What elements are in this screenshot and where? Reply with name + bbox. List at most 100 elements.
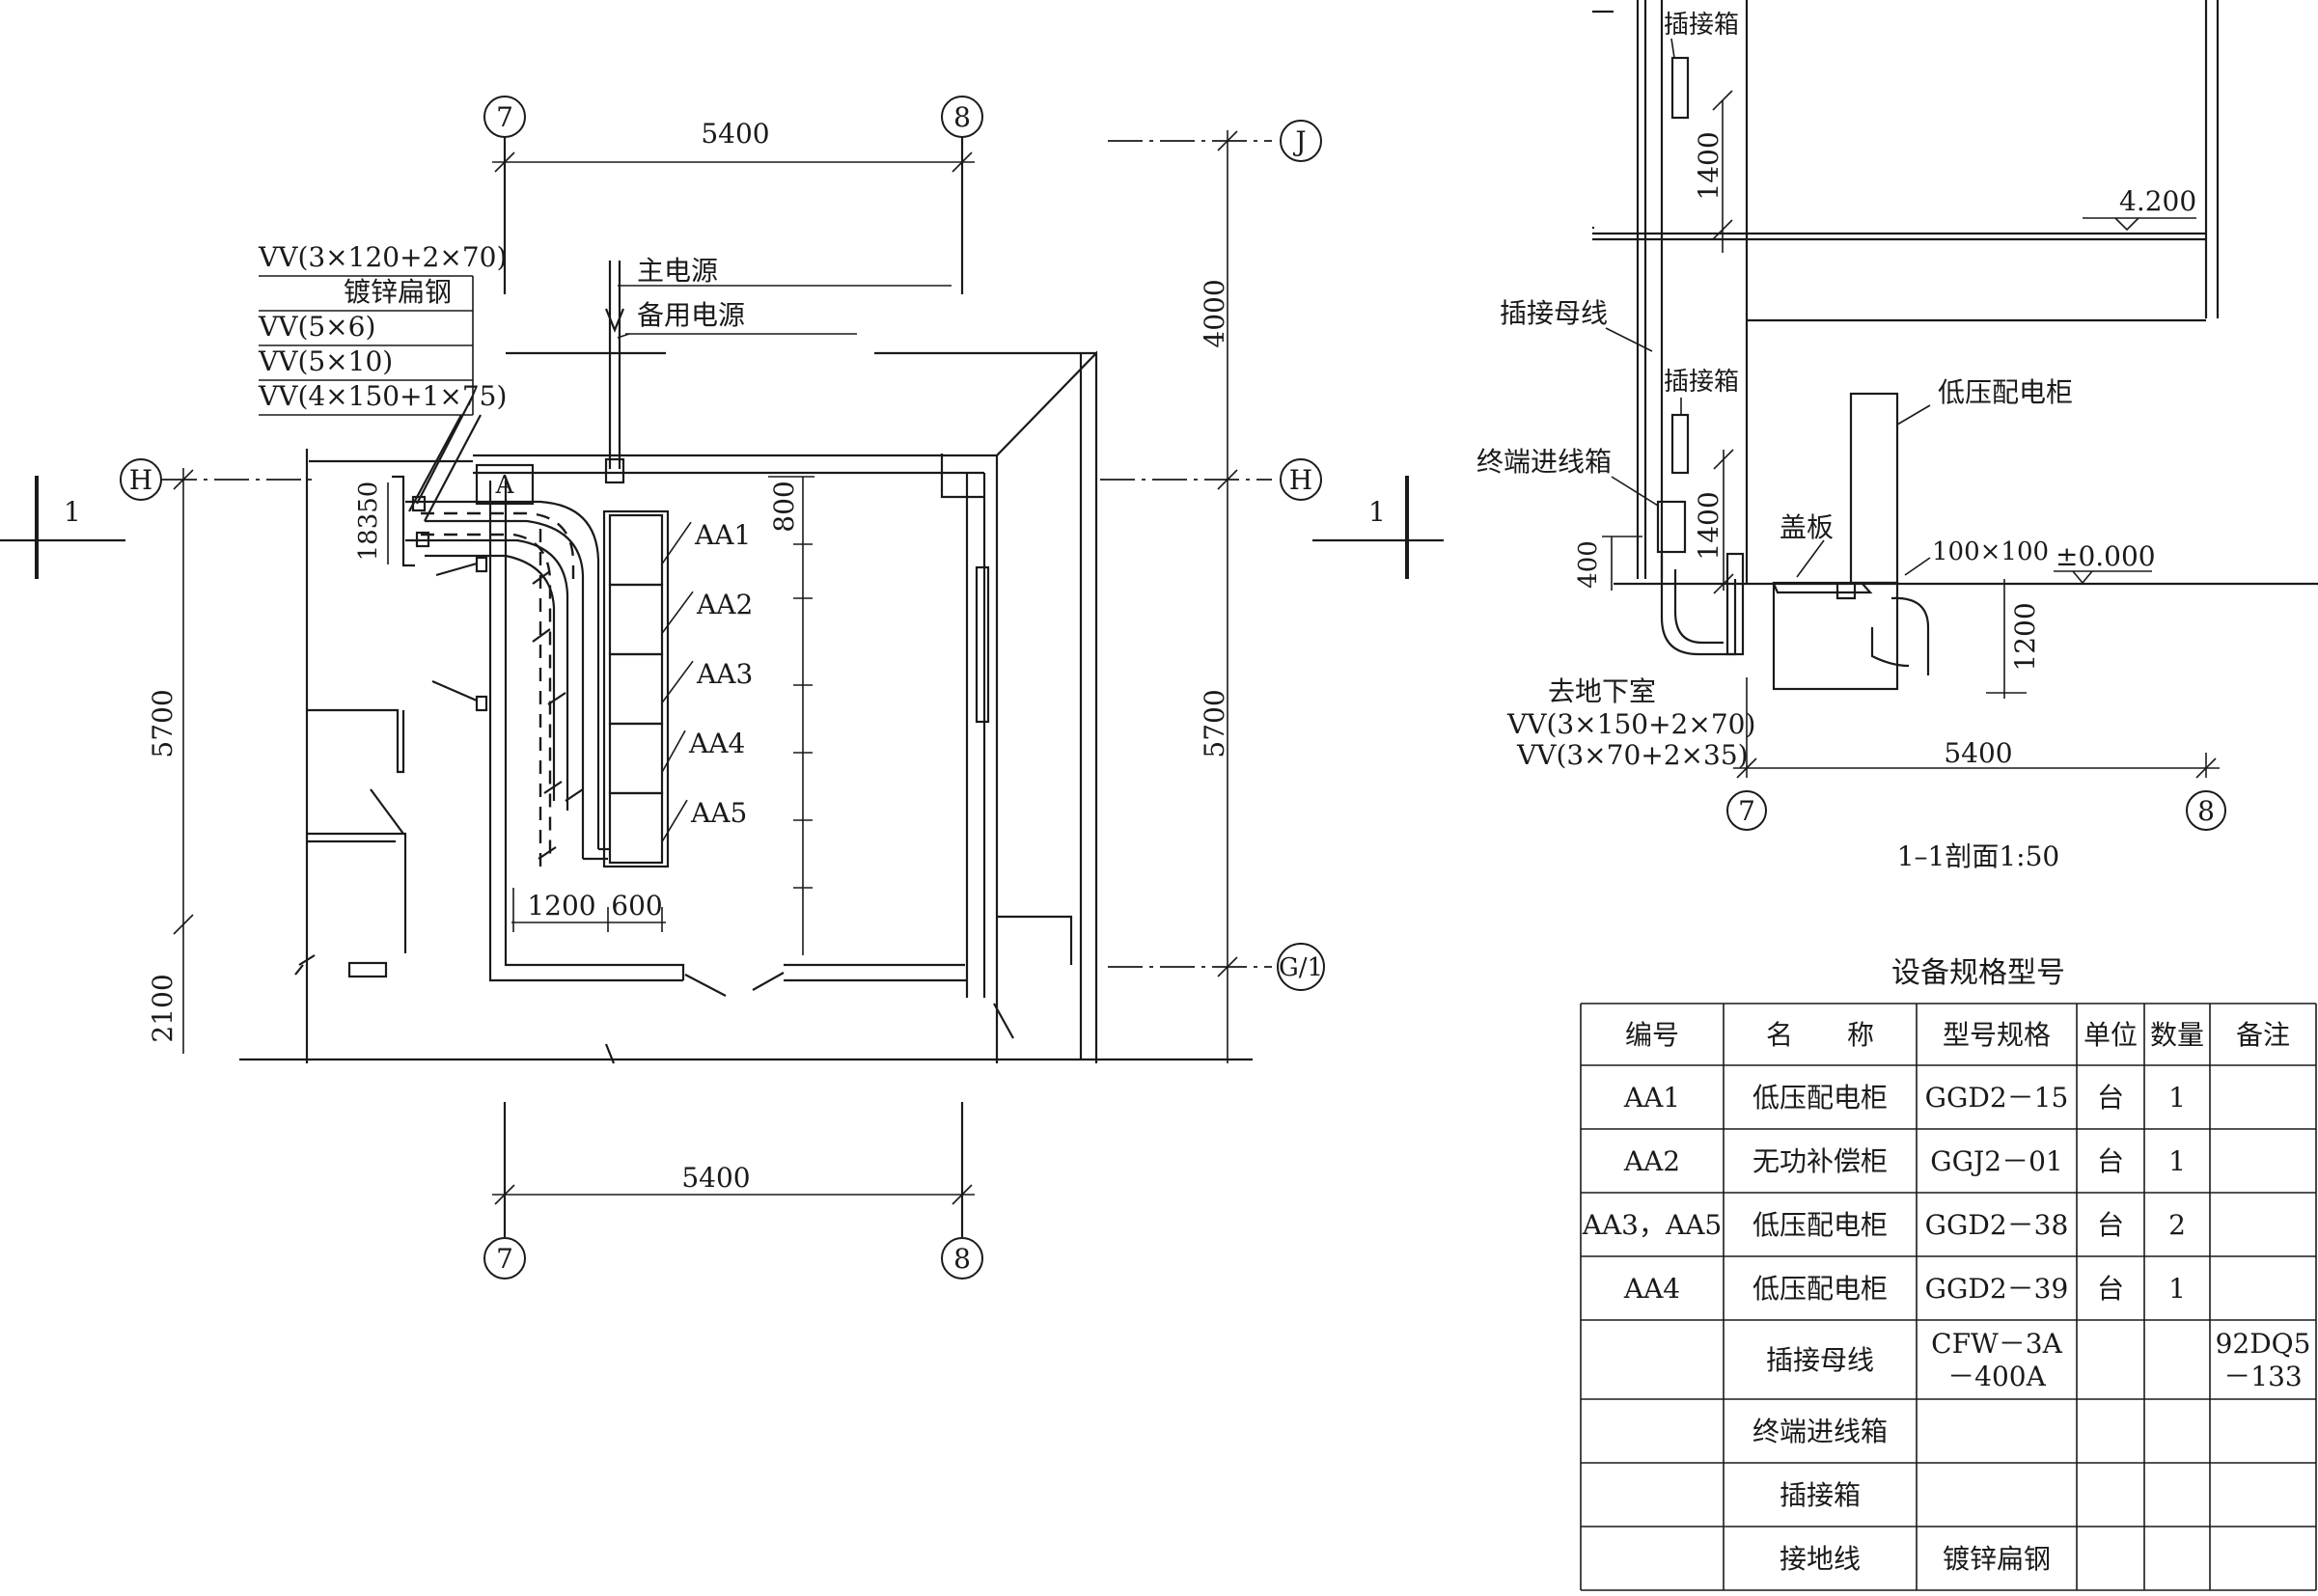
axis-bubble-8-top — [941, 96, 983, 138]
dim-800: 800 — [768, 481, 800, 532]
spec-table-title: 设备规格型号 — [1891, 956, 2065, 990]
spec-cell-2-1: 无功补偿柜 — [1752, 1145, 1888, 1177]
spec-cell-1-0: AA1 — [1623, 1082, 1680, 1114]
cabinet-aa5 — [608, 791, 664, 865]
dim-400: 400 — [1574, 540, 1603, 589]
trench-label: 100×100 — [1932, 537, 2049, 566]
spec-cell-2-2: GGJ2－01 — [1930, 1145, 2062, 1177]
spec-cell-3-2: GGD2－38 — [1925, 1209, 2069, 1241]
trench — [1772, 581, 1899, 691]
dim-left-5700: 5700 — [147, 689, 179, 757]
section-axis-bubble-7 — [1726, 790, 1767, 831]
cable-label-3: VV(5×6) — [258, 311, 375, 343]
dim-right-5700: 5700 — [1199, 689, 1230, 757]
cabinet-aa4 — [608, 722, 664, 795]
section-1-1: 1400 1400 400 1200 5400 7 8 — [1312, 0, 2318, 872]
cable-label-2: 镀锌扁钢 — [344, 276, 452, 308]
spec-cell-3-0: AA3，AA5 — [1582, 1209, 1723, 1241]
cabinet-label-aa5: AA5 — [690, 797, 747, 829]
dim-600: 600 — [611, 890, 662, 922]
axis-label-7-bottom: 7 — [496, 1243, 513, 1275]
power-main-label: 主电源 — [637, 255, 718, 287]
axis-label-g1: G/1 — [1279, 953, 1323, 982]
floor-plan: 7 8 5400 J H H G/1 4000 5700 5700 — [0, 96, 1325, 1280]
dim-top-5400: 5400 — [701, 118, 769, 150]
spec-cell-8-1: 接地线 — [1780, 1543, 1861, 1575]
spec-cell-1-4: 1 — [2168, 1082, 2186, 1114]
power-backup-label: 备用电源 — [637, 299, 745, 331]
spec-cell-1-3: 台 — [2097, 1082, 2124, 1114]
plug-box-mid — [1670, 413, 1690, 475]
box-a-label: A — [495, 471, 515, 500]
axis-label-8-top: 8 — [953, 101, 971, 133]
axis-bubble-7-bottom — [483, 1237, 526, 1280]
spec-cell-5-2: －400A — [1947, 1361, 2046, 1392]
spec-cell-5-5: 92DQ5 — [2216, 1328, 2311, 1360]
plug-box-top-label: 插接箱 — [1664, 11, 1739, 40]
dim-1200-section: 1200 — [2009, 602, 2041, 671]
axis-label-8-bottom: 8 — [953, 1243, 971, 1275]
cable-label-4: VV(5×10) — [258, 345, 393, 377]
terminal-box-label: 终端进线箱 — [1476, 446, 1612, 478]
spec-table-grid — [1580, 1003, 2317, 1591]
spec-cell-1-1: 低压配电柜 — [1752, 1082, 1888, 1114]
cabinet-leader-aa3 — [661, 660, 694, 703]
spec-cell-3-3: 台 — [2097, 1209, 2124, 1241]
spec-header-0-4: 数量 — [2150, 1019, 2204, 1051]
spec-cell-8-2: 镀锌扁钢 — [1943, 1543, 2051, 1575]
level-4200: 4.200 — [2119, 185, 2196, 217]
cable-label-5: VV(4×150+1×75) — [258, 380, 507, 412]
spec-cell-2-0: AA2 — [1623, 1145, 1680, 1177]
cabinet-leader-aa2 — [661, 591, 694, 634]
axis-label-h-left: H — [129, 464, 152, 496]
cabinet-label-aa2: AA2 — [696, 589, 753, 620]
to-basement-label: 去地下室 — [1548, 675, 1656, 707]
dim-1400-low: 1400 — [1693, 491, 1725, 560]
spec-cell-5-1: 插接母线 — [1766, 1344, 1874, 1376]
section-axis-label-8: 8 — [2197, 795, 2215, 827]
dim-bottom-5400: 5400 — [681, 1162, 750, 1194]
spec-cell-4-2: GGD2－39 — [1925, 1273, 2069, 1305]
cabinet-label-aa1: AA1 — [694, 519, 751, 551]
spec-header-0-2: 型号规格 — [1943, 1019, 2051, 1051]
busbar-label: 插接母线 — [1500, 297, 1608, 329]
spec-cell-4-1: 低压配电柜 — [1752, 1273, 1888, 1305]
section-caption: 1–1剖面1:50 — [1897, 840, 2060, 872]
spec-cell-2-3: 台 — [2097, 1145, 2124, 1177]
spec-cell-5-5: －133 — [2223, 1361, 2302, 1392]
cabinet-leader-aa4 — [661, 729, 686, 773]
cabinet-frame — [602, 509, 670, 868]
dim-1400-top: 1400 — [1693, 131, 1725, 200]
lv-cabinet-label: 低压配电柜 — [1938, 376, 2073, 408]
cabinet-label-aa3: AA3 — [696, 658, 753, 690]
section-axis-bubble-8 — [2186, 790, 2226, 831]
section-axis-label-7: 7 — [1738, 795, 1755, 827]
plug-box-top — [1670, 56, 1690, 120]
spec-header-0-3: 单位 — [2083, 1019, 2138, 1051]
axis-bubble-7-top — [483, 96, 526, 138]
cabinet-aa2 — [608, 583, 664, 656]
plug-box-mid-label: 插接箱 — [1664, 368, 1739, 397]
dim-left-18350: 18350 — [354, 482, 383, 562]
spec-cell-7-1: 插接箱 — [1780, 1479, 1861, 1511]
spec-header-0-5: 备注 — [2236, 1019, 2290, 1051]
terminal-box — [1656, 500, 1687, 554]
spec-cell-4-0: AA4 — [1623, 1273, 1680, 1305]
spec-cell-4-3: 台 — [2097, 1273, 2124, 1305]
spec-cell-3-4: 2 — [2168, 1209, 2186, 1241]
axis-bubble-h-left — [120, 458, 162, 501]
spec-cell-3-1: 低压配电柜 — [1752, 1209, 1888, 1241]
section-mark-right: 1 — [1368, 496, 1386, 528]
spec-cell-4-4: 1 — [2168, 1273, 2186, 1305]
spec-header-0-0: 编号 — [1625, 1019, 1679, 1051]
section-mark-left: 1 — [64, 496, 81, 528]
cable-label-1: VV(3×120+2×70) — [258, 241, 507, 273]
cabinet-leader-aa5 — [661, 799, 688, 842]
dim-1200: 1200 — [527, 890, 595, 922]
spec-cell-5-2: CFW－3A — [1931, 1328, 2062, 1360]
spec-header-0-1: 名 称 — [1766, 1019, 1874, 1051]
